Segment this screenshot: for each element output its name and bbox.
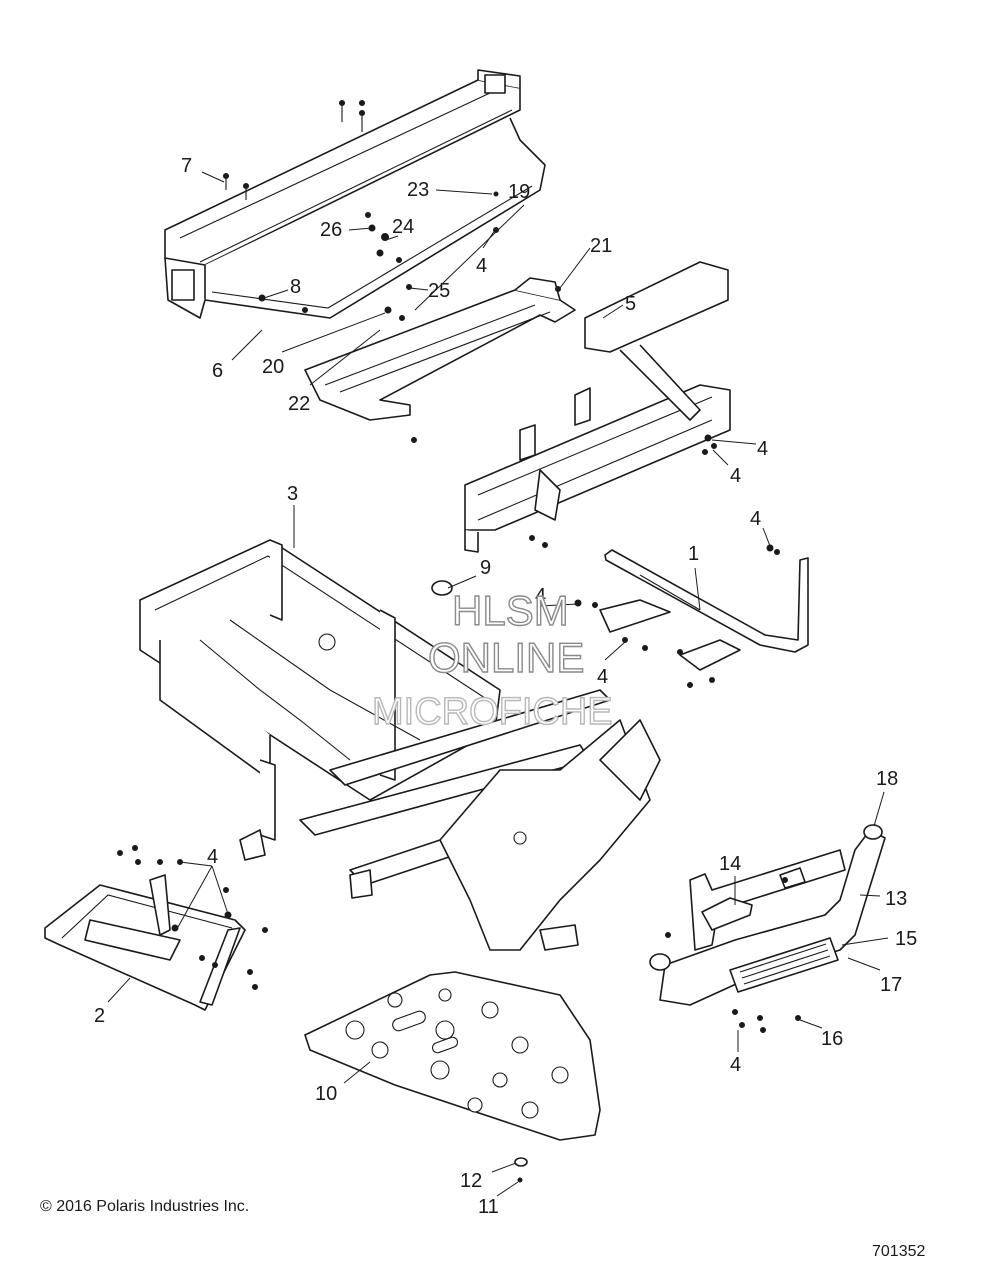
bed-rail (599, 549, 809, 671)
callout-4: 4 (730, 1054, 741, 1076)
callout-4: 4 (535, 585, 546, 607)
leader-lines (107, 171, 889, 1197)
cargo-floor-panel (304, 277, 576, 421)
fasteners (117, 99, 801, 1183)
callout-20: 20 (262, 356, 284, 378)
callout-25: 25 (428, 280, 450, 302)
cargo-rack-frame (164, 69, 546, 319)
front-bumper (649, 824, 886, 1006)
callout-4: 4 (597, 666, 608, 688)
callout-16: 16 (821, 1028, 843, 1050)
callout-4: 4 (207, 846, 218, 868)
callout-2: 2 (94, 1005, 105, 1027)
callout-numbers: 1 2 3 4 4 4 4 4 4 4 4 5 6 7 8 9 10 11 12… (94, 155, 917, 1218)
diagram-number: 701352 (872, 1243, 926, 1260)
copyright-notice: © 2016 Polaris Industries Inc. (40, 1198, 250, 1215)
callout-8: 8 (290, 276, 301, 298)
callout-5: 5 (625, 293, 636, 315)
callout-19: 19 (508, 181, 530, 203)
front-floor-frame (44, 874, 246, 1011)
watermark-line-3: MICROFICHE (372, 691, 613, 733)
callout-3: 3 (287, 483, 298, 505)
callout-24: 24 (392, 216, 414, 238)
callout-7: 7 (181, 155, 192, 177)
watermark: HLSM ONLINE MICROFICHE (371, 586, 613, 733)
callout-6: 6 (212, 360, 223, 382)
main-chassis-frame (139, 539, 661, 951)
watermark-line-1: HLSM (452, 587, 569, 634)
callout-4: 4 (750, 508, 761, 530)
callout-26: 26 (320, 219, 342, 241)
callout-11: 11 (478, 1196, 499, 1218)
callout-21: 21 (590, 235, 612, 257)
callout-9: 9 (480, 557, 491, 579)
callout-4: 4 (476, 255, 487, 277)
callout-14: 14 (719, 853, 741, 875)
callout-15: 15 (895, 928, 917, 950)
callout-1: 1 (688, 543, 699, 565)
rear-subframe (464, 261, 731, 553)
callout-4: 4 (730, 465, 741, 487)
callout-12: 12 (460, 1170, 482, 1192)
callout-13: 13 (885, 888, 907, 910)
skid-plate (304, 971, 601, 1141)
callout-22: 22 (288, 393, 310, 415)
watermark-line-2: ONLINE (428, 634, 584, 681)
callout-4: 4 (757, 438, 768, 460)
callout-10: 10 (315, 1083, 337, 1105)
callout-23: 23 (407, 179, 429, 201)
callout-17: 17 (880, 974, 902, 996)
callout-18: 18 (876, 768, 898, 790)
